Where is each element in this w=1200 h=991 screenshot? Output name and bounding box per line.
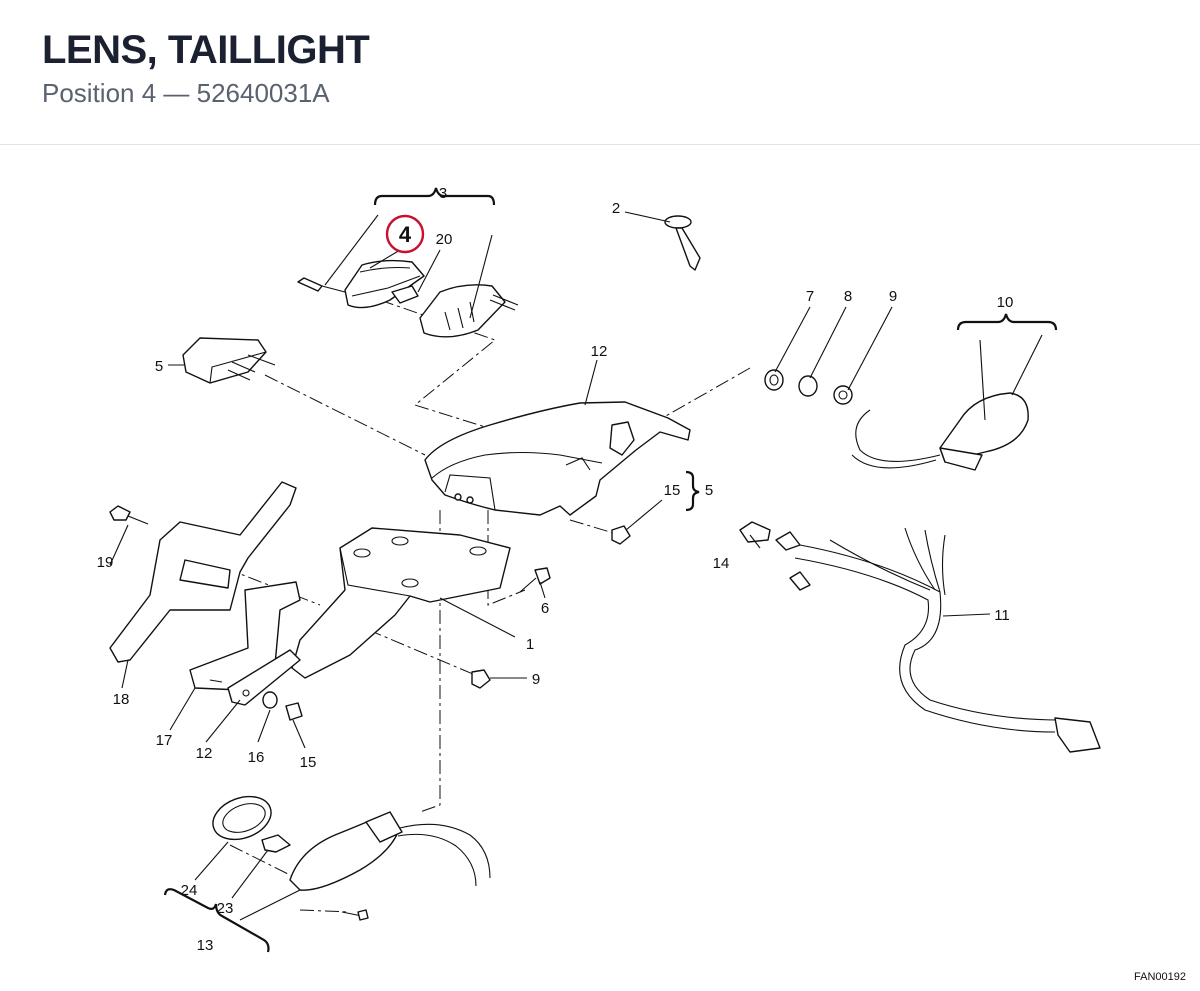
part-14-turn-signal xyxy=(212,795,491,891)
part-12-rear-fender xyxy=(424,401,691,516)
leader-lines xyxy=(109,211,1043,921)
drawing-code: FAN00192 xyxy=(1134,971,1186,983)
callout-20: 18 xyxy=(113,691,130,708)
callout-9a: 9 xyxy=(889,288,897,305)
page-title: LENS, TAILLIGHT xyxy=(42,28,370,72)
callout-17: 15 xyxy=(300,754,317,771)
taillight-assembly xyxy=(297,259,519,338)
group-braces xyxy=(163,187,1058,953)
page-header: LENS, TAILLIGHT Position 4 — 52640031A xyxy=(0,0,1200,145)
part-2-clip xyxy=(664,215,701,271)
bulb-22-part xyxy=(391,285,419,304)
callout-7: 7 xyxy=(806,288,814,305)
callout-23: 23 xyxy=(217,900,234,917)
callout-16: 15 xyxy=(664,482,681,499)
callout-8: 8 xyxy=(844,288,852,305)
callout-19: 17 xyxy=(156,732,173,749)
part-1-bracket xyxy=(291,527,511,679)
part-5-plate-light xyxy=(182,337,276,384)
highlighted-position-label: 4 xyxy=(399,222,412,247)
part-20-plate-holder xyxy=(109,481,297,663)
highlight-ring xyxy=(385,214,425,254)
callout-24: 24 xyxy=(181,882,198,899)
callout-21: 19 xyxy=(97,554,114,571)
highlighted-callout[interactable]: 4 xyxy=(385,214,425,254)
callout-3: 3 xyxy=(439,185,447,202)
parts-13-19-plates xyxy=(189,581,301,706)
callout-9b: 9 xyxy=(532,671,540,688)
part-11-wiring-harness xyxy=(739,521,1101,753)
assembly-lines xyxy=(224,299,751,913)
callout-10: 10 xyxy=(997,294,1014,311)
spacers-7-8-9 xyxy=(764,369,853,405)
callout-15: 14 xyxy=(713,555,730,572)
taillight-base-part xyxy=(419,284,506,338)
callout-12: 12 xyxy=(591,343,608,360)
exploded-parts-diagram: 3 2 20 7 8 9 10 5 12 15 5 19 14 6 11 1 9… xyxy=(0,145,1200,991)
callout-11: 11 xyxy=(994,607,1010,624)
callout-labels: 3 2 20 7 8 9 10 5 12 15 5 19 14 6 11 1 9… xyxy=(97,185,1014,954)
lens-taillight-part xyxy=(344,259,425,309)
callout-22: 20 xyxy=(436,231,453,248)
callout-2: 2 xyxy=(612,200,620,217)
callout-13: 12 xyxy=(196,745,213,762)
diagram-canvas: 3 2 20 7 8 9 10 5 12 15 5 19 14 6 11 1 9… xyxy=(97,185,1101,954)
callout-6: 6 xyxy=(541,600,549,617)
page-subtitle: Position 4 — 52640031A xyxy=(42,78,330,108)
fasteners xyxy=(109,505,631,921)
callout-14: 13 xyxy=(197,937,214,954)
part-10-turn-signal xyxy=(851,392,1029,471)
callout-5a: 5 xyxy=(155,358,163,375)
callout-1: 1 xyxy=(526,636,534,653)
screw-part xyxy=(297,277,323,292)
callout-18: 16 xyxy=(248,749,265,766)
callout-5b: 5 xyxy=(705,482,713,499)
